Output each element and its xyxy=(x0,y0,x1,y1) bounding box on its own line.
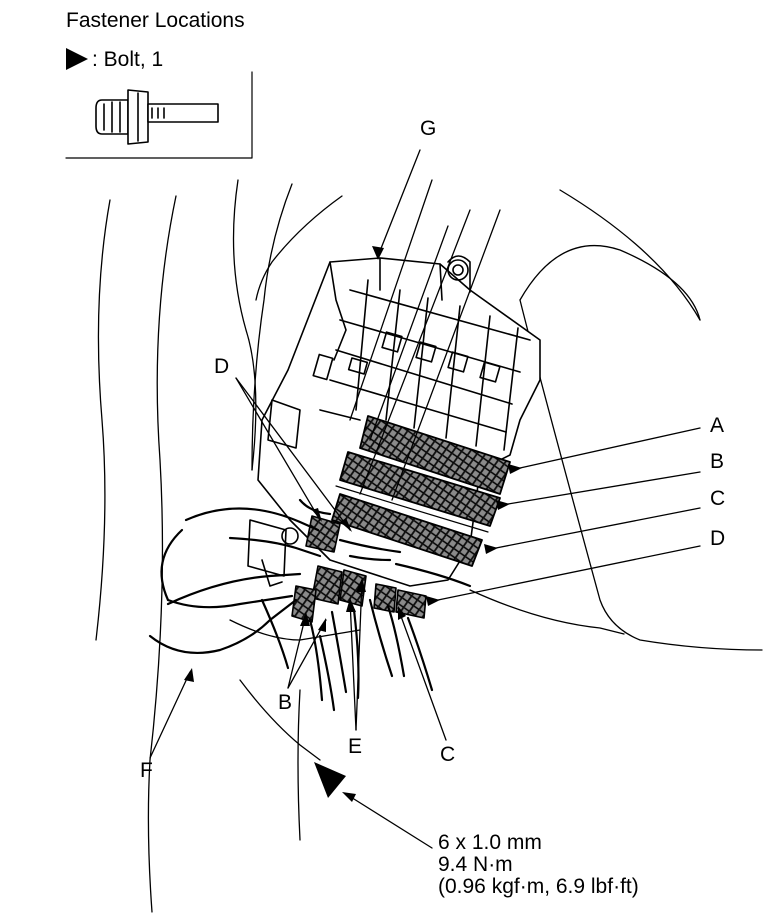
connector-a xyxy=(359,415,511,495)
torque-alt-units: (0.96 kgf·m, 6.9 lbf·ft) xyxy=(438,875,639,898)
legend-frame xyxy=(65,71,253,159)
legend-bolt-row: : Bolt, 1 xyxy=(66,48,163,70)
bolt-size: 6 x 1.0 mm xyxy=(438,831,542,854)
bolt-illustration-icon xyxy=(95,89,219,145)
bolt-marker-icon xyxy=(66,48,88,70)
callout-a: A xyxy=(710,414,725,437)
connector-c xyxy=(331,485,489,567)
torque-spec: 6 x 1.0 mm 9.4 N·m (0.96 kgf·m, 6.9 lbf·… xyxy=(438,832,639,898)
callout-d-left: D xyxy=(214,355,230,378)
bolt-location-marker-icon xyxy=(314,762,346,798)
callout-c-right: C xyxy=(710,487,726,510)
callout-d-right: D xyxy=(710,527,726,550)
legend-bolt-label: : Bolt, 1 xyxy=(92,47,164,71)
torque-nm: 9.4 N·m xyxy=(438,853,513,876)
wire-harness xyxy=(148,498,472,712)
callout-c-bottom: C xyxy=(440,743,456,766)
leader-lines xyxy=(149,149,701,849)
callout-e: E xyxy=(348,735,363,758)
callout-f: F xyxy=(140,759,153,782)
connector-b xyxy=(339,451,501,527)
leader-arrowheads xyxy=(184,246,522,802)
callout-b-bottom: B xyxy=(278,691,293,714)
connector-d-left xyxy=(305,515,341,553)
connectors-bottom-cluster xyxy=(291,565,367,623)
legend-title: Fastener Locations xyxy=(66,9,245,32)
connector-d-right xyxy=(373,583,427,619)
callout-g: G xyxy=(420,117,437,140)
callout-b-right: B xyxy=(710,450,725,473)
